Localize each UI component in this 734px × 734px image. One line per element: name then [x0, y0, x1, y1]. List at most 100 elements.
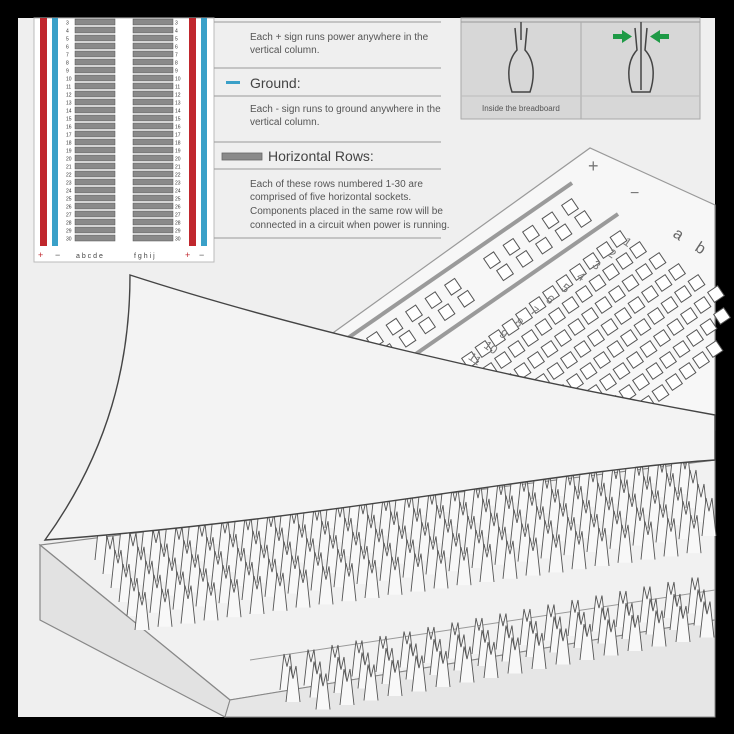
- big-socket: [712, 306, 732, 326]
- metal-clip: [410, 553, 426, 592]
- mini-row-number-right: 6: [175, 45, 178, 51]
- mini-row-bar-left: [74, 114, 116, 122]
- mini-row-number-right: 30: [175, 237, 181, 243]
- big-socket: [495, 263, 515, 282]
- mini-row-number-left: 11: [66, 85, 71, 91]
- mini-row-number-right: 21: [175, 165, 181, 171]
- big-socket: [588, 273, 607, 293]
- mini-row-bar-right: [132, 170, 174, 178]
- mini-row-bar-left: [74, 42, 116, 50]
- big-rail-stripe-1: [343, 181, 574, 342]
- big-socket: [521, 224, 541, 243]
- big-socket: [487, 328, 507, 348]
- big-socket: [528, 295, 547, 315]
- mini-row-number-right: 8: [175, 61, 178, 67]
- mini-row-number-right: 18: [175, 141, 181, 147]
- mini-row-number-left: 21: [66, 165, 72, 171]
- inset-panel: Inside the breadboard: [460, 17, 701, 120]
- big-socket: [627, 295, 646, 315]
- big-socket: [594, 295, 613, 315]
- metal-clip: [531, 632, 547, 670]
- metal-clip: [180, 585, 196, 624]
- big-socket: [658, 350, 678, 370]
- mini-row-bar-left: [74, 138, 116, 146]
- mini-row-bar-left: [74, 34, 116, 42]
- metal-clip: [686, 515, 702, 554]
- mini-row-bar-right: [132, 234, 174, 242]
- metal-clip: [603, 619, 619, 656]
- big-socket: [586, 328, 606, 348]
- big-socket: [540, 339, 559, 359]
- metal-clip: [507, 637, 523, 674]
- mini-row-number-left: 7: [66, 53, 69, 59]
- big-socket: [631, 372, 651, 392]
- power-desc-line-1: Each + sign runs power anywhere in the: [250, 32, 429, 43]
- big-socket: [634, 262, 654, 282]
- big-socket: [601, 262, 621, 282]
- mini-row-bar-left: [74, 74, 116, 82]
- mini-row-bar-left: [74, 66, 116, 74]
- metal-clip: [363, 664, 379, 701]
- mini-row-number-right: 13: [175, 101, 181, 107]
- big-socket: [645, 361, 664, 381]
- big-socket: [559, 350, 579, 370]
- big-socket: [609, 229, 628, 249]
- spring-clip-closed: [628, 22, 654, 93]
- mini-row-number-right: 9: [175, 69, 178, 75]
- mini-row-number-right: 25: [175, 197, 181, 203]
- mini-row-bar-right: [132, 162, 174, 170]
- big-socket: [628, 240, 648, 260]
- mini-row-bar-right: [132, 90, 174, 98]
- big-socket: [598, 372, 618, 392]
- mini-row-number-left: 12: [66, 93, 72, 99]
- big-socket: [621, 273, 640, 293]
- ground-desc-line-2: vertical column.: [250, 117, 319, 128]
- metal-clip: [249, 575, 265, 615]
- metal-clip: [525, 537, 541, 576]
- big-socket: [652, 328, 672, 348]
- metal-clip: [341, 563, 357, 602]
- big-rail-stripe-2: [408, 212, 620, 360]
- big-socket: [554, 223, 573, 242]
- mini-row-number-right: 11: [175, 85, 180, 91]
- big-socket: [672, 339, 691, 359]
- big-plus-label: +: [588, 156, 599, 176]
- big-socket: [699, 317, 718, 337]
- rows-swatch: [221, 152, 263, 161]
- big-socket: [567, 317, 586, 337]
- mini-row-bar-right: [132, 218, 174, 226]
- metal-clip: [548, 534, 564, 573]
- big-socket: [592, 350, 612, 370]
- mini-row-number-left: 8: [66, 61, 69, 67]
- big-socket: [560, 197, 580, 217]
- mini-row-number-right: 20: [175, 157, 181, 163]
- mini-ground-rail-left: [52, 18, 58, 246]
- metal-clip: [203, 582, 219, 621]
- metal-clip: [387, 659, 403, 697]
- big-socket: [501, 317, 520, 337]
- mini-row-bar-right: [132, 138, 174, 146]
- mini-row-number-left: 15: [66, 117, 72, 123]
- mini-cols-right: f g h i j: [134, 253, 155, 260]
- big-socket: [693, 295, 712, 315]
- big-socket: [574, 284, 594, 304]
- big-socket: [625, 350, 645, 370]
- mini-row-bar-right: [132, 18, 174, 26]
- mini-row-bar-left: [74, 26, 116, 34]
- big-socket: [546, 361, 565, 381]
- mini-row-number-right: 15: [175, 117, 181, 123]
- big-socket: [502, 237, 521, 256]
- big-socket: [513, 361, 532, 381]
- mini-plus-label: +: [38, 250, 43, 260]
- big-socket: [613, 306, 633, 326]
- mini-row-number-right: 17: [175, 133, 181, 139]
- metal-clip: [594, 527, 610, 567]
- metal-clip: [555, 628, 571, 665]
- mini-row-number-left: 30: [66, 237, 72, 243]
- mini-row-bar-left: [74, 202, 116, 210]
- big-minus-label: −: [630, 185, 639, 202]
- big-socket: [580, 306, 600, 326]
- mini-row-number-right: 26: [175, 205, 181, 211]
- mini-row-number-left: 22: [66, 173, 72, 179]
